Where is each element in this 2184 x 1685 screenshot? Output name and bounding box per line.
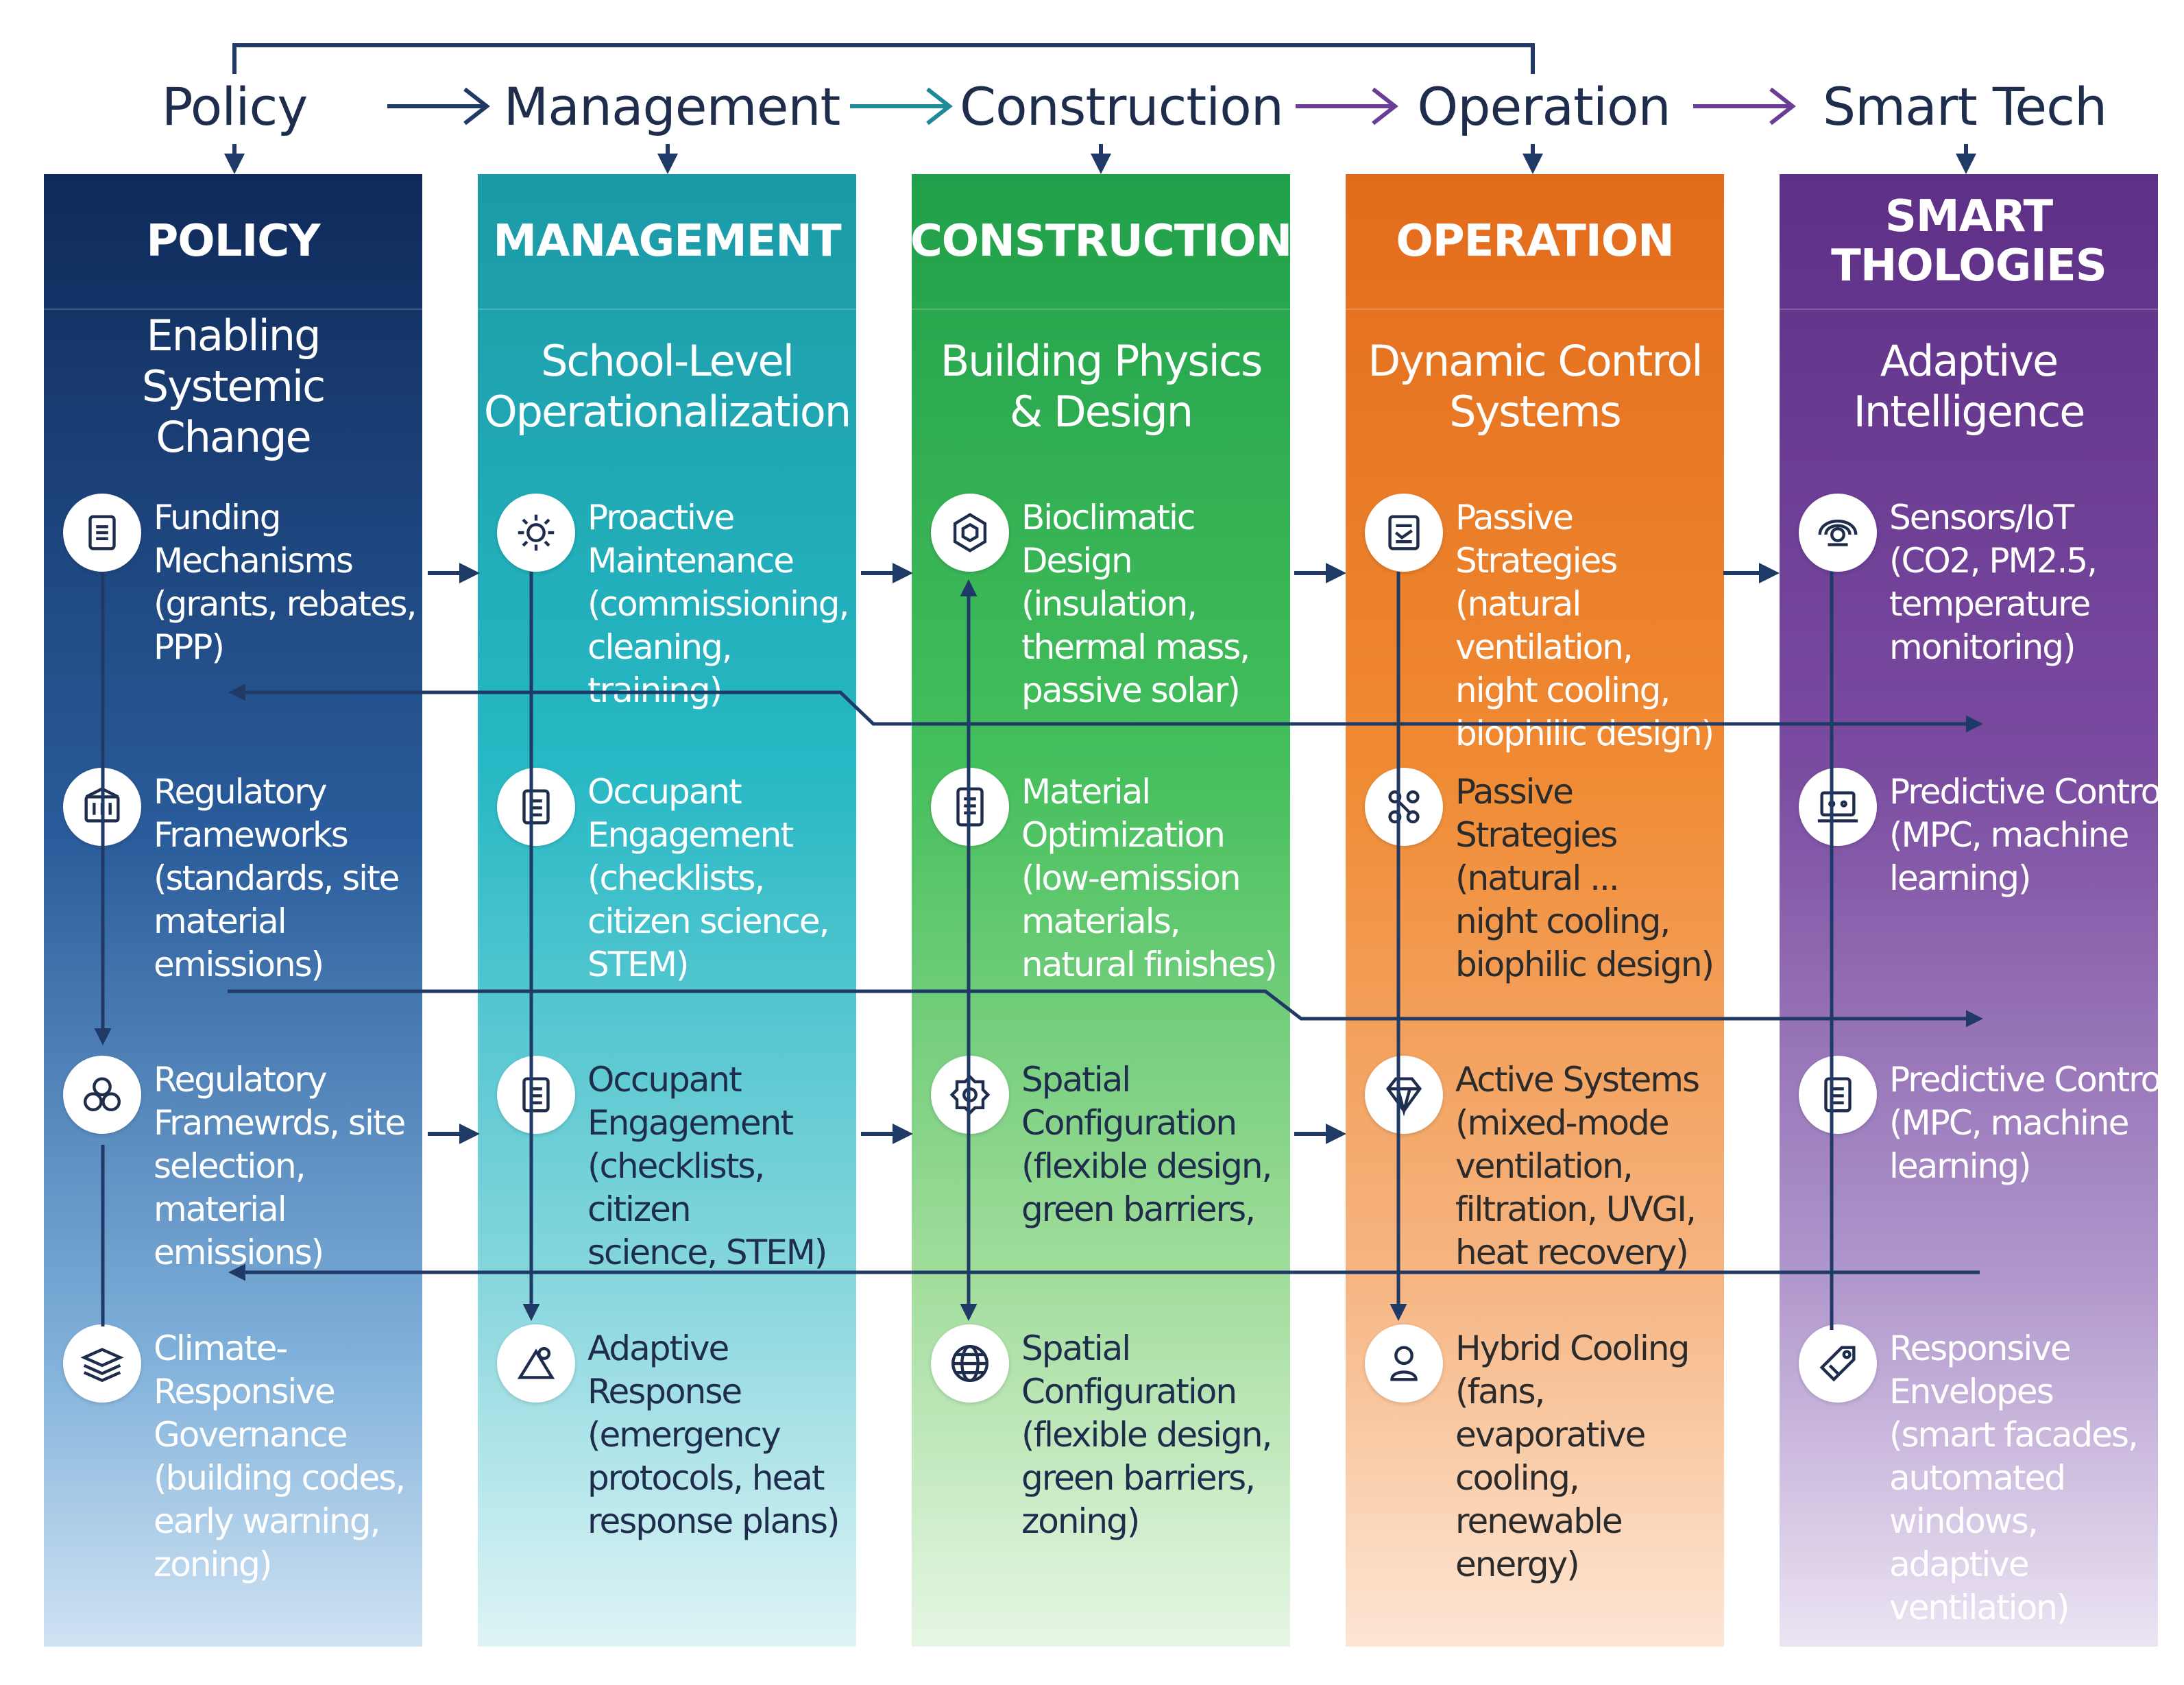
flow-arrow-3-head [1372, 87, 1398, 125]
checklist-icon [497, 768, 575, 846]
item-text: Spatial Configuration (flexible design, … [1021, 1060, 1272, 1229]
clipboard-icon [63, 494, 141, 572]
column-subtitle: School-Level Operationalization [483, 336, 851, 437]
construction-item-material: Material Optimization (low-emission mate… [931, 768, 1287, 994]
sensor-icon [1799, 494, 1877, 572]
column-header: SMART THOLOGIES [1780, 174, 2158, 310]
item-text: Material Optimization (low-emission mate… [1021, 772, 1278, 984]
circles-icon [63, 1056, 141, 1134]
column-subtitle: Enabling Systemic Change [141, 311, 326, 462]
policy-item-regulatory-2: Regulatory Framewrds, site selection, ma… [63, 1056, 420, 1282]
flow-arrow-1-head [463, 87, 490, 125]
smart-item-predictive: Predictive Control (MPC, machine learnin… [1799, 768, 2158, 994]
management-item-adaptive: Adaptive Response (emergency protocols, … [497, 1324, 853, 1551]
operation-item-passive: Passive Strategies (natural ventilation,… [1365, 494, 1721, 753]
policy-item-governance: Climate-Responsive Governance (building … [63, 1324, 420, 1584]
flow-label-policy: Policy [161, 75, 308, 137]
column-management: MANAGEMENT School-Level Operationalizati… [478, 174, 856, 1647]
column-construction: CONSTRUCTION Building Physics & Design B… [912, 174, 1290, 1647]
item-text: Predictive Control (MPC, machine learnin… [1889, 772, 2158, 898]
item-text: Occupant Engagement (checklists, citizen… [587, 1060, 827, 1272]
cog-icon [931, 1056, 1009, 1134]
document-icon [931, 768, 1009, 846]
flow-label-operation: Operation [1417, 75, 1671, 137]
item-text: Bioclimatic Design (insulation, thermal … [1021, 498, 1250, 710]
tag-icon [1799, 1324, 1877, 1403]
item-text: Passive Strategies (natural ... night co… [1455, 772, 1714, 984]
item-text: Hybrid Cooling (fans, evaporative coolin… [1455, 1329, 1690, 1584]
monitor-icon [1799, 768, 1877, 846]
globe-icon [931, 1324, 1009, 1403]
column-subtitle: Adaptive Intelligence [1853, 336, 2086, 437]
gear-icon [497, 494, 575, 572]
layers-icon [63, 1324, 141, 1403]
warning-icon [497, 1324, 575, 1403]
operation-item-hybrid: Hybrid Cooling (fans, evaporative coolin… [1365, 1324, 1721, 1584]
flow-label-management: Management [503, 75, 841, 137]
person-icon [1365, 1324, 1443, 1403]
item-text: Funding Mechanisms (grants, rebates, PPP… [154, 498, 417, 667]
column-smart-technologies: SMART THOLOGIES Adaptive Intelligence Se… [1780, 174, 2158, 1647]
management-item-engagement-2: Occupant Engagement (checklists, citizen… [497, 1056, 853, 1282]
item-text: Passive Strategies (natural ventilation,… [1455, 498, 1714, 753]
construction-item-spatial: Spatial Configuration (flexible design, … [931, 1056, 1287, 1282]
item-text: Adaptive Response (emergency protocols, … [587, 1329, 840, 1541]
construction-item-spatial-2: Spatial Configuration (flexible design, … [931, 1324, 1287, 1551]
checklist-icon [497, 1056, 575, 1134]
item-text: Regulatory Framewrds, site selection, ma… [154, 1060, 406, 1272]
top-bracket-line [232, 43, 1535, 74]
operation-item-passive-2: Passive Strategies (natural ... night co… [1365, 768, 1721, 994]
flow-arrow-2-head [926, 87, 953, 125]
network-icon [1365, 768, 1443, 846]
item-text: Responsive Envelopes (smart facades, aut… [1889, 1329, 2139, 1627]
policy-item-regulatory: Regulatory Frameworks (standards, site m… [63, 768, 420, 994]
smart-item-predictive-2: Predictive Control (MPC, machine learnin… [1799, 1056, 2158, 1282]
clipboard-icon [1799, 1056, 1877, 1134]
column-header: MANAGEMENT [478, 174, 856, 310]
item-text: Climate-Responsive Governance (building … [154, 1329, 406, 1584]
item-text: Regulatory Frameworks (standards, site m… [154, 772, 400, 984]
column-header: CONSTRUCTION [912, 174, 1290, 310]
item-text: Sensors/IoT (CO2, PM2.5, temperature mon… [1889, 498, 2098, 667]
item-text: Active Systems (mixed-mode ventilation, … [1455, 1060, 1700, 1272]
construction-item-bioclimatic: Bioclimatic Design (insulation, thermal … [931, 494, 1287, 720]
column-header: POLICY [44, 174, 422, 310]
diamond-icon [1365, 1056, 1443, 1134]
hexagon-icon [931, 494, 1009, 572]
column-subtitle: Dynamic Control Systems [1368, 336, 1703, 437]
policy-item-funding: Funding Mechanisms (grants, rebates, PPP… [63, 494, 420, 720]
management-item-engagement: Occupant Engagement (checklists, citizen… [497, 768, 853, 994]
building-icon [63, 768, 141, 846]
operation-item-active: Active Systems (mixed-mode ventilation, … [1365, 1056, 1721, 1282]
management-item-maintenance: Proactive Maintenance (commissioning, cl… [497, 494, 853, 720]
column-header: OPERATION [1346, 174, 1724, 310]
item-text: Spatial Configuration (flexible design, … [1021, 1329, 1272, 1541]
item-text: Occupant Engagement (checklists, citizen… [587, 772, 830, 984]
flow-label-construction: Construction [960, 75, 1284, 137]
column-subtitle: Building Physics & Design [940, 336, 1263, 437]
smart-item-envelopes: Responsive Envelopes (smart facades, aut… [1799, 1324, 2155, 1627]
column-policy: POLICY Enabling Systemic Change Funding … [44, 174, 422, 1647]
list-icon [1365, 494, 1443, 572]
item-text: Proactive Maintenance (commissioning, cl… [587, 498, 849, 710]
flow-arrow-4-head [1769, 87, 1796, 125]
smart-item-sensors: Sensors/IoT (CO2, PM2.5, temperature mon… [1799, 494, 2155, 720]
column-operation: OPERATION Dynamic Control Systems Passiv… [1346, 174, 1724, 1647]
item-text: Predictive Control (MPC, machine learnin… [1889, 1060, 2158, 1186]
flow-label-smart-tech: Smart Tech [1822, 75, 2107, 137]
